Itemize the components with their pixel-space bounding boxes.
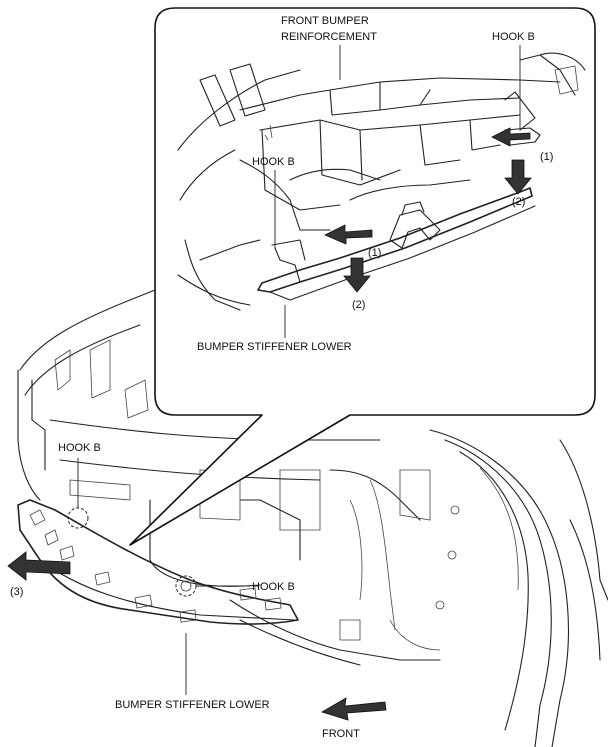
label-hook-b-main-right: HOOK B xyxy=(252,581,295,593)
hook-b-main-left-marker xyxy=(67,507,89,529)
step-1-arrow-left xyxy=(324,224,373,245)
step-2-arrow-left xyxy=(343,257,371,293)
label-bumper-stiffener-lower-detail: BUMPER STIFFENER LOWER xyxy=(197,341,352,353)
label-bumper-stiffener-lower-main: BUMPER STIFFENER LOWER xyxy=(115,699,270,711)
front-direction-arrow xyxy=(321,697,387,721)
detail-callout xyxy=(129,7,596,546)
label-step-2-right: (2) xyxy=(512,196,525,208)
label-hook-b-detail-left: HOOK B xyxy=(252,156,295,168)
label-hook-b-main-left: HOOK B xyxy=(58,442,101,454)
main-view-labels: HOOK B HOOK B (3) BUMPER STIFFENER LOWER… xyxy=(10,442,360,740)
label-step-1-left: (1) xyxy=(368,247,381,259)
label-front: FRONT xyxy=(322,728,360,740)
label-front-bumper-reinforcement-line2: REINFORCEMENT xyxy=(281,31,377,43)
callout-labels: FRONT BUMPER REINFORCEMENT HOOK B HOOK B… xyxy=(197,15,553,353)
label-step-1-right: (1) xyxy=(540,151,553,163)
step-1-arrow-right xyxy=(491,127,531,147)
label-hook-b-detail-right: HOOK B xyxy=(492,31,535,43)
step-3-arrow xyxy=(7,551,71,581)
label-step-3: (3) xyxy=(10,586,23,598)
leader-lines xyxy=(77,45,521,695)
label-step-2-left: (2) xyxy=(352,299,365,311)
label-front-bumper-reinforcement-line1: FRONT BUMPER xyxy=(281,15,369,27)
step-2-arrow-right xyxy=(504,159,532,195)
